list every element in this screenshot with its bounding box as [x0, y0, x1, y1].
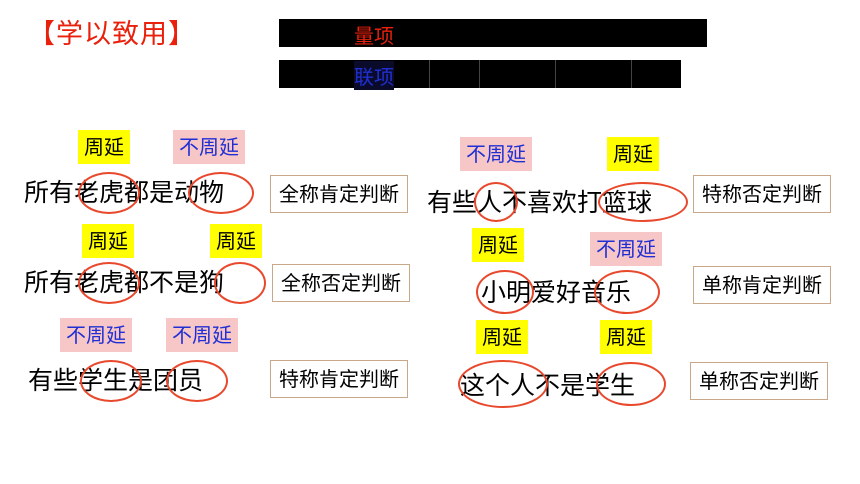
highlight-oval: [80, 360, 142, 402]
highlight-oval: [166, 360, 228, 402]
highlight-oval: [596, 362, 666, 406]
highlight-oval: [214, 262, 266, 304]
distribution-tag: 周延: [600, 320, 652, 354]
highlight-oval: [474, 182, 518, 222]
connective-legend-label: 联项: [354, 61, 394, 90]
judgment-type-label: 特称肯定判断: [270, 360, 408, 398]
highlight-oval: [598, 182, 688, 222]
connective-legend-bar: 联项: [279, 60, 681, 90]
distribution-tag: 不周延: [460, 137, 532, 171]
judgment-type-label: 全称肯定判断: [270, 175, 408, 213]
quantity-legend-label: 量项: [354, 24, 394, 48]
judgment-type-label: 单称否定判断: [690, 362, 828, 400]
highlight-oval: [458, 360, 548, 408]
bar-divider: [631, 60, 632, 88]
distribution-tag: 不周延: [173, 130, 245, 164]
highlight-oval: [476, 270, 534, 314]
distribution-tag: 周延: [82, 224, 134, 258]
distribution-tag: 周延: [607, 137, 659, 171]
judgment-type-label: 全称否定判断: [272, 264, 410, 302]
distribution-tag: 不周延: [166, 318, 238, 352]
distribution-tag: 周延: [476, 320, 528, 354]
distribution-tag: 周延: [210, 224, 262, 258]
bar-divider: [555, 60, 556, 88]
distribution-tag: 周延: [78, 130, 130, 164]
quantity-legend-bar: 量项: [279, 19, 707, 48]
distribution-tag: 周延: [472, 228, 524, 262]
highlight-oval: [78, 172, 140, 214]
highlight-oval: [188, 172, 254, 214]
distribution-tag: 不周延: [60, 318, 132, 352]
bar-divider: [429, 60, 430, 88]
highlight-oval: [594, 270, 660, 314]
highlight-oval: [78, 262, 140, 304]
judgment-type-label: 单称肯定判断: [693, 266, 831, 304]
judgment-type-label: 特称否定判断: [693, 175, 831, 213]
bar-divider: [479, 60, 480, 88]
distribution-tag: 不周延: [590, 232, 662, 266]
page-title: 【学以致用】: [28, 19, 196, 50]
